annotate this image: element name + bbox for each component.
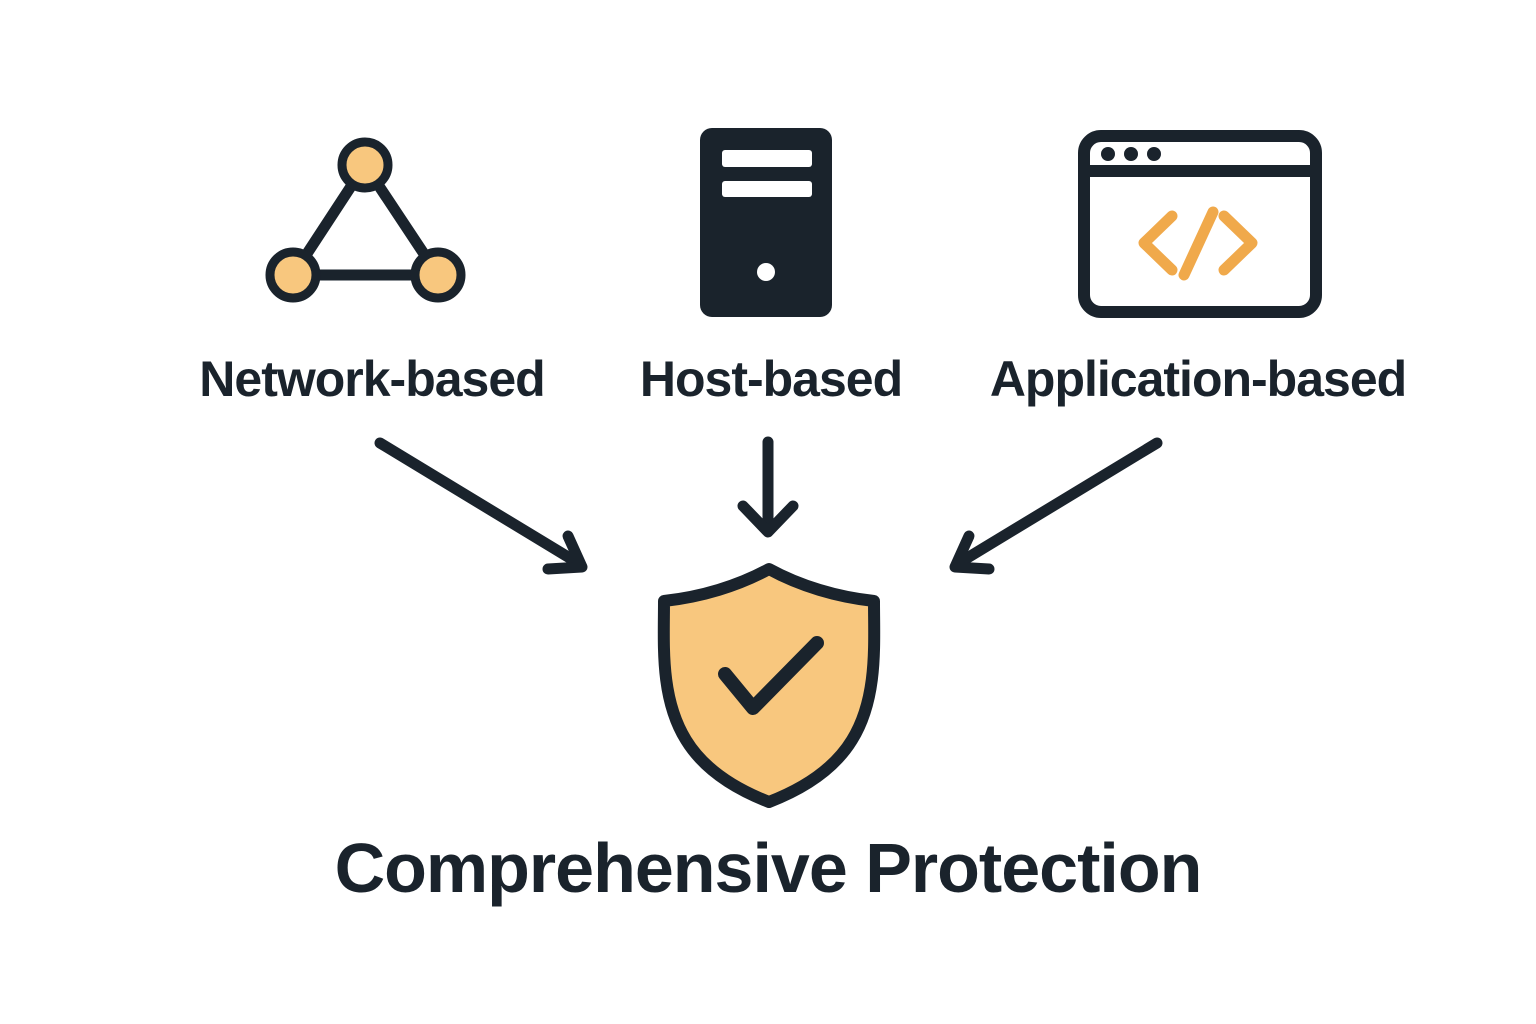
network-links — [287, 159, 444, 281]
shield-check-icon — [657, 563, 881, 808]
arrow-shaft — [953, 437, 1163, 569]
host-based-label: Host-based — [639, 351, 903, 407]
code-close-bracket — [1218, 210, 1258, 276]
browser-code-icon — [1078, 130, 1322, 318]
browser-dot-3 — [1147, 147, 1161, 161]
network-based-label: Network-based — [199, 351, 545, 407]
code-slash — [1178, 206, 1219, 281]
server-power-light — [757, 263, 775, 281]
server-tower-icon — [700, 128, 832, 317]
server-slot-2 — [722, 181, 812, 197]
code-open-bracket — [1138, 210, 1178, 276]
application-based-label: Application-based — [989, 351, 1407, 407]
network-triangle-icon — [265, 137, 466, 303]
arrow-head — [542, 530, 588, 575]
arrow-network-to-shield — [374, 437, 588, 575]
network-node-right — [410, 247, 466, 303]
browser-dot-2 — [1124, 147, 1138, 161]
network-node-top — [337, 137, 393, 193]
arrow-head — [737, 500, 799, 538]
page-title: Comprehensive Protection — [334, 829, 1203, 907]
browser-window — [1078, 130, 1322, 318]
arrow-application-to-shield — [949, 437, 1163, 575]
server-slot-1 — [722, 150, 812, 167]
arrow-head — [949, 530, 995, 575]
arrow-host-to-shield — [737, 436, 799, 538]
checkmark-icon — [718, 636, 824, 715]
browser-dot-1 — [1101, 147, 1115, 161]
arrow-shaft — [374, 437, 584, 569]
server-body — [700, 128, 832, 317]
network-node-left — [265, 247, 321, 303]
code-icon — [1138, 206, 1258, 281]
